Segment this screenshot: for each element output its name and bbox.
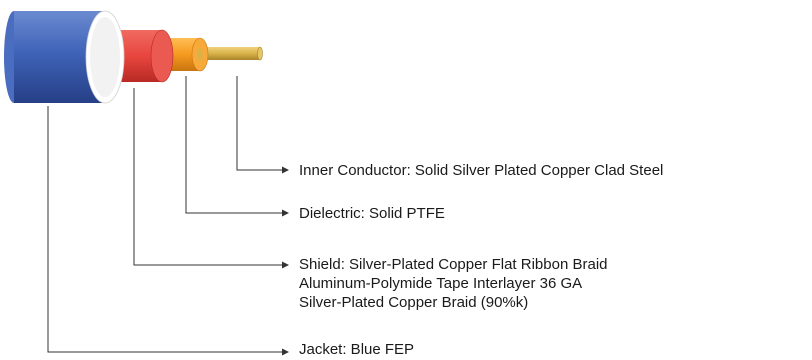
shield-label: Shield: Silver-Plated Copper Flat Ribbon… (299, 255, 608, 312)
jacket-text: Jacket: Blue FEP (299, 341, 415, 358)
shield-text-line-3: Silver-Plated Copper Braid (90%k) (299, 294, 529, 311)
shield-text-line-2: Aluminum-Polymide Tape Interlayer 36 GA (299, 275, 583, 292)
leader-shield (133, 88, 289, 269)
inner-conductor-label: Inner Conductor: Solid Silver Plated Cop… (299, 161, 663, 180)
jacket-label: Jacket: Blue FEP (299, 340, 414, 359)
leader-jacket (47, 106, 289, 356)
leader-inner-conductor (236, 76, 289, 174)
leader-lines (47, 76, 289, 356)
inner-conductor-text: Inner Conductor: Solid Silver Plated Cop… (299, 162, 664, 179)
dielectric-label: Dielectric: Solid PTFE (299, 204, 445, 223)
shield-text-line-1: Shield: Silver-Plated Copper Flat Ribbon… (299, 256, 608, 273)
jacket-layer (4, 10, 125, 104)
leader-dielectric (185, 76, 289, 217)
dielectric-text: Dielectric: Solid PTFE (299, 205, 445, 222)
